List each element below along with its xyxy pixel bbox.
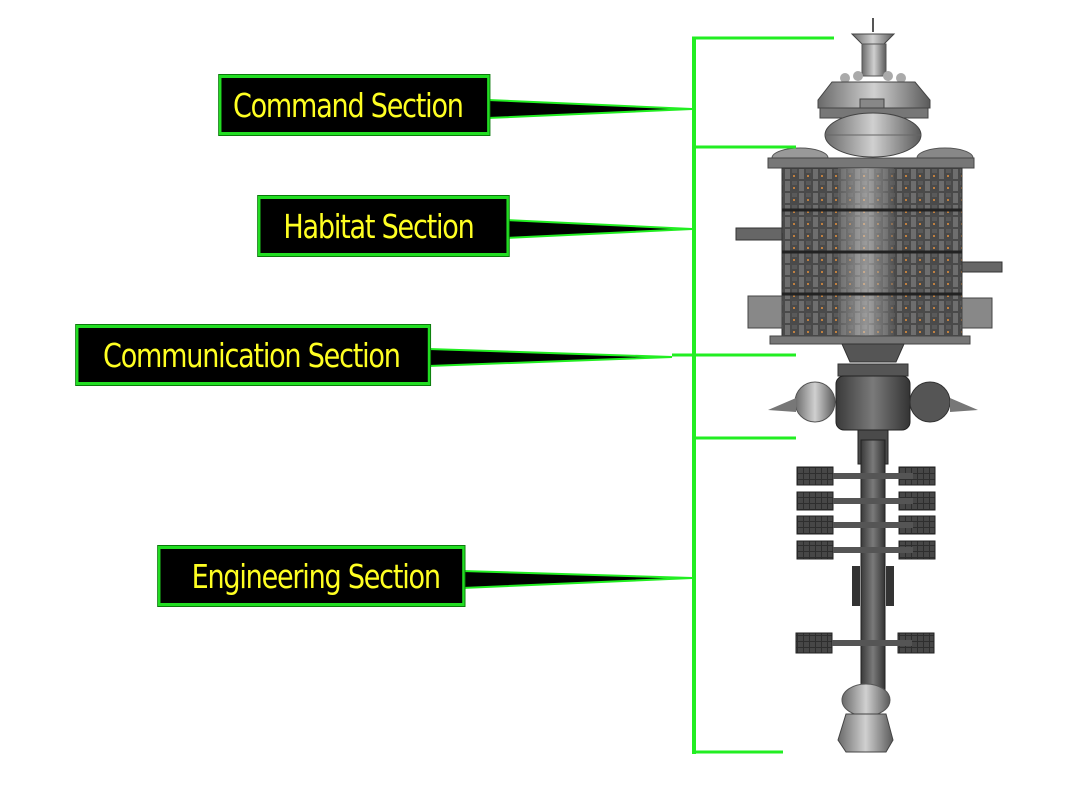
- solar-array-row: [795, 632, 935, 654]
- solar-array-row: [796, 466, 936, 486]
- solar-array-row: [796, 491, 936, 511]
- label-command-section: Command Section: [219, 75, 490, 135]
- solar-array-row: [796, 540, 936, 560]
- label-communication-text: Communication Section: [103, 335, 401, 375]
- label-command-text: Command Section: [232, 85, 464, 125]
- pointer-communication: [428, 347, 673, 368]
- label-engineering-text: Engineering Section: [191, 556, 441, 596]
- habitat-module: [735, 147, 1003, 363]
- label-habitat-text: Habitat Section: [283, 206, 474, 246]
- label-engineering-section: Engineering Section: [158, 546, 465, 606]
- engineering-module: [795, 439, 936, 753]
- label-habitat-section: Habitat Section: [258, 196, 509, 256]
- solar-array-row: [796, 515, 936, 535]
- pointer-habitat: [505, 218, 693, 240]
- command-module: [817, 18, 931, 158]
- label-communication-section: Communication Section: [76, 325, 431, 385]
- pointer-engineering: [462, 569, 693, 590]
- pointer-command: [487, 98, 693, 120]
